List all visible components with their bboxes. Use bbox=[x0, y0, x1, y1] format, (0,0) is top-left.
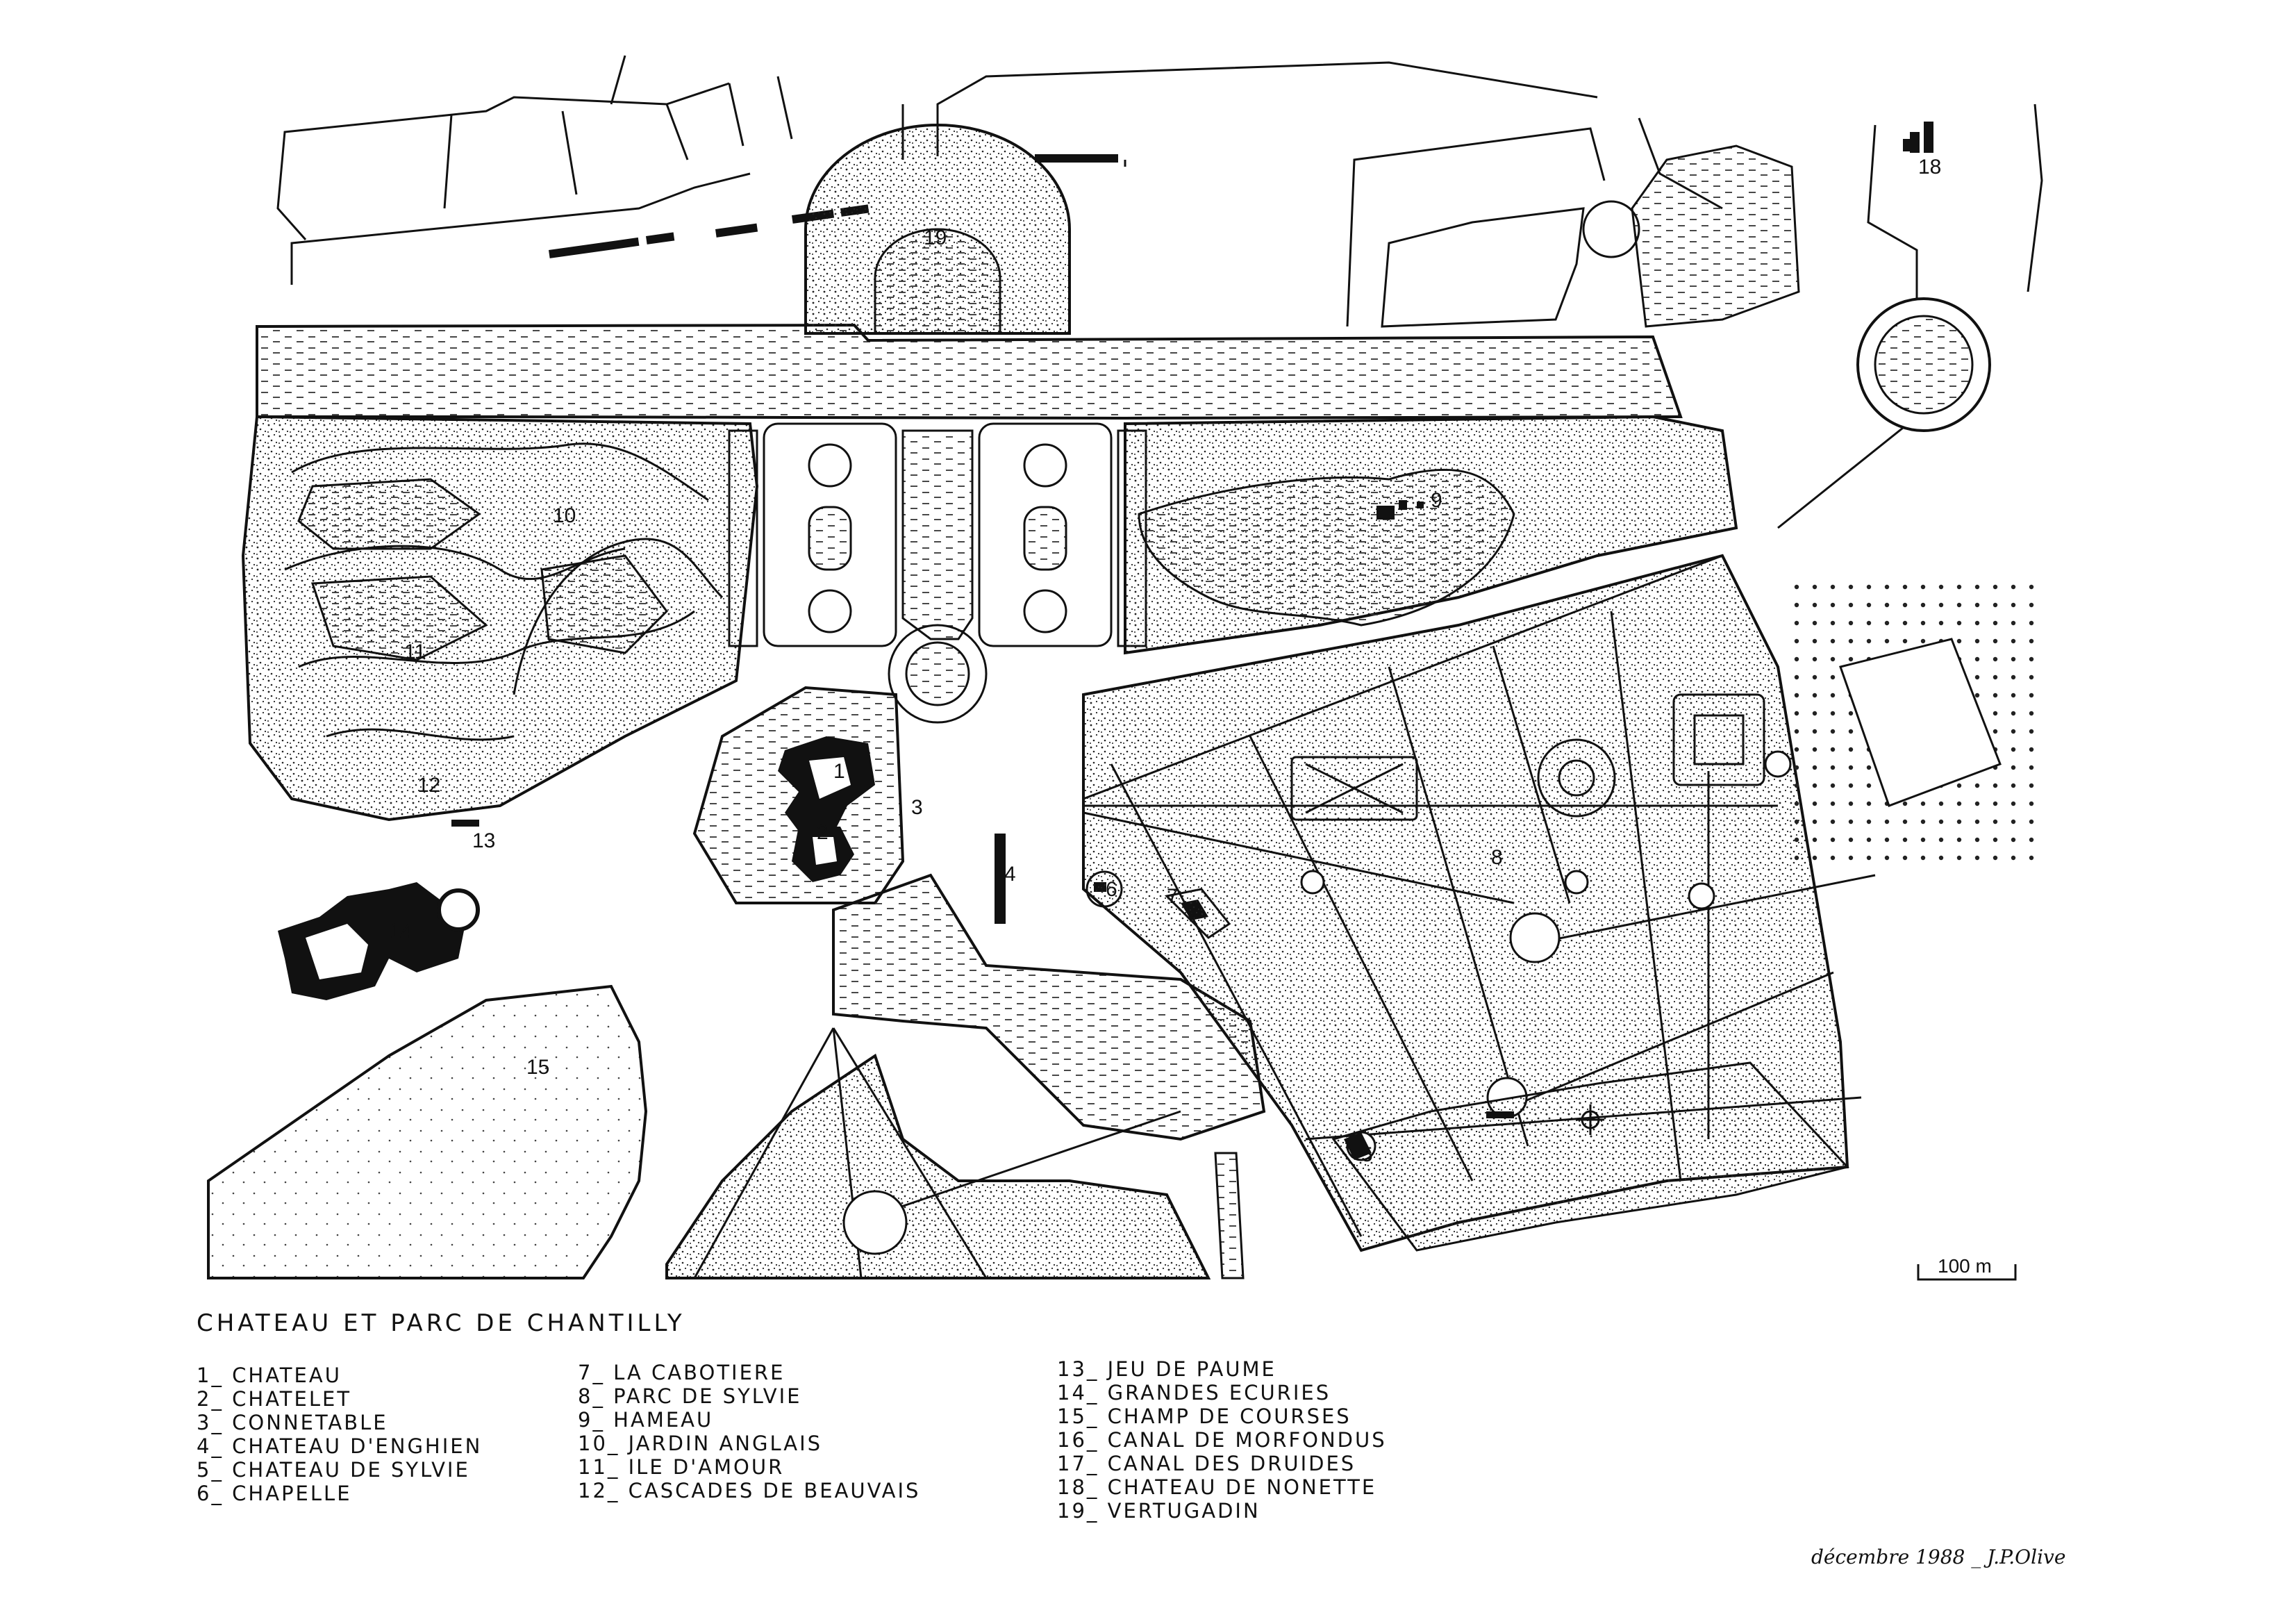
legend-item: 16_ CANAL DE MORFONDUS bbox=[1057, 1428, 1387, 1452]
legend-item: 12_ CASCADES DE BEAUVAIS bbox=[578, 1479, 921, 1502]
legend-column: 7_ LA CABOTIERE 8_ PARC DE SYLVIE 9_ HAM… bbox=[578, 1361, 920, 1502]
sylvie-woods-south bbox=[1331, 1061, 1849, 1252]
area-number-3: 3 bbox=[911, 796, 923, 819]
area-numbers: 1 2 3 4 5 6 7 8 9 10 11 12 13 14 15 18 1… bbox=[390, 156, 1941, 1166]
legend-item: 10_ JARDIN ANGLAIS bbox=[578, 1432, 823, 1455]
area-number-5: 5 bbox=[1361, 1143, 1373, 1166]
north-arrow-icon bbox=[1577, 1104, 1604, 1135]
legend-item: 4_ CHATEAU D'ENGHIEN bbox=[197, 1434, 483, 1458]
jardin-anglais bbox=[241, 415, 759, 822]
grandes-ecuries bbox=[278, 820, 480, 1000]
jardin-anglais-paths bbox=[284, 442, 724, 741]
area-number-12: 12 bbox=[417, 774, 440, 797]
legend-item: 18_ CHATEAU DE NONETTE bbox=[1057, 1475, 1377, 1499]
scale-label: 100 m bbox=[1938, 1255, 1992, 1277]
vertugadin bbox=[804, 124, 1071, 335]
chateau-courtyards bbox=[809, 757, 851, 865]
legend-item: 5_ CHATEAU DE SYLVIE bbox=[197, 1458, 470, 1482]
legend-item: 3_ CONNETABLE bbox=[197, 1411, 388, 1434]
chateau-de-sylvie bbox=[1344, 1111, 1514, 1160]
area-number-6: 6 bbox=[1106, 878, 1117, 901]
jardin-anglais-water bbox=[297, 478, 668, 661]
area-number-11: 11 bbox=[404, 640, 426, 663]
legend-item: 6_ CHAPELLE bbox=[197, 1482, 352, 1505]
legend-item: 1_ CHATEAU bbox=[197, 1364, 342, 1387]
southern-woods bbox=[665, 1053, 1211, 1279]
grand-canal bbox=[256, 323, 1683, 420]
scale-bar: 100 m bbox=[1917, 1255, 2017, 1281]
east-pavilion-grid bbox=[1792, 577, 2042, 868]
parc-de-sylvie-rondpoints bbox=[1300, 750, 1792, 1118]
area-number-1: 1 bbox=[833, 760, 845, 783]
champ-de-courses bbox=[207, 984, 648, 1279]
area-number-15: 15 bbox=[526, 1056, 549, 1079]
area-number-19: 19 bbox=[924, 226, 947, 249]
ne-ponds bbox=[1381, 144, 1800, 328]
legend-item: 13_ JEU DE PAUME bbox=[1057, 1357, 1276, 1381]
legend-column: 13_ JEU DE PAUME 14_ GRANDES ECURIES 15_… bbox=[1057, 1357, 1387, 1523]
legend-item: 7_ LA CABOTIERE bbox=[578, 1361, 785, 1384]
legend-column: 1_ CHATEAU 2_ CHATELET 3_ CONNETABLE 4_ … bbox=[197, 1364, 482, 1505]
area-number-14: 14 bbox=[390, 920, 413, 943]
legend-item: 11_ ILE D'AMOUR bbox=[578, 1455, 785, 1479]
nonette-basin bbox=[1856, 297, 1991, 432]
legend-item: 17_ CANAL DES DRUIDES bbox=[1057, 1452, 1356, 1475]
legend-item: 8_ PARC DE SYLVIE bbox=[578, 1384, 802, 1408]
area-number-4: 4 bbox=[1004, 863, 1016, 886]
area-number-9: 9 bbox=[1431, 489, 1442, 512]
signature: décembre 1988 _ J.P.Olive bbox=[1811, 1546, 2066, 1568]
parterres bbox=[728, 422, 1147, 724]
parc-de-sylvie-parterres bbox=[1290, 693, 1765, 821]
legend-item: 14_ GRANDES ECURIES bbox=[1057, 1381, 1331, 1405]
legend-item: 9_ HAMEAU bbox=[578, 1408, 714, 1432]
area-number-8: 8 bbox=[1491, 846, 1503, 869]
area-number-2: 2 bbox=[817, 821, 829, 844]
area-number-13: 13 bbox=[472, 829, 495, 852]
town-buildings bbox=[549, 122, 1933, 258]
lower-canal bbox=[832, 873, 1266, 1141]
legend-title: CHATEAU ET PARC DE CHANTILLY bbox=[197, 1309, 685, 1337]
area-number-10: 10 bbox=[553, 504, 576, 527]
parc-de-sylvie-allees bbox=[1083, 554, 1876, 1237]
area-number-18: 18 bbox=[1918, 156, 1941, 179]
legend-item: 19_ VERTUGADIN bbox=[1057, 1499, 1261, 1523]
hameau-water bbox=[1138, 468, 1515, 627]
legend-item: 2_ CHATELET bbox=[197, 1387, 352, 1411]
legend-item: 15_ CHAMP DE COURSES bbox=[1057, 1405, 1351, 1428]
canal-strip bbox=[1214, 1152, 1245, 1279]
area-number-7: 7 bbox=[1167, 885, 1179, 908]
hameau-buildings bbox=[1376, 500, 1424, 520]
